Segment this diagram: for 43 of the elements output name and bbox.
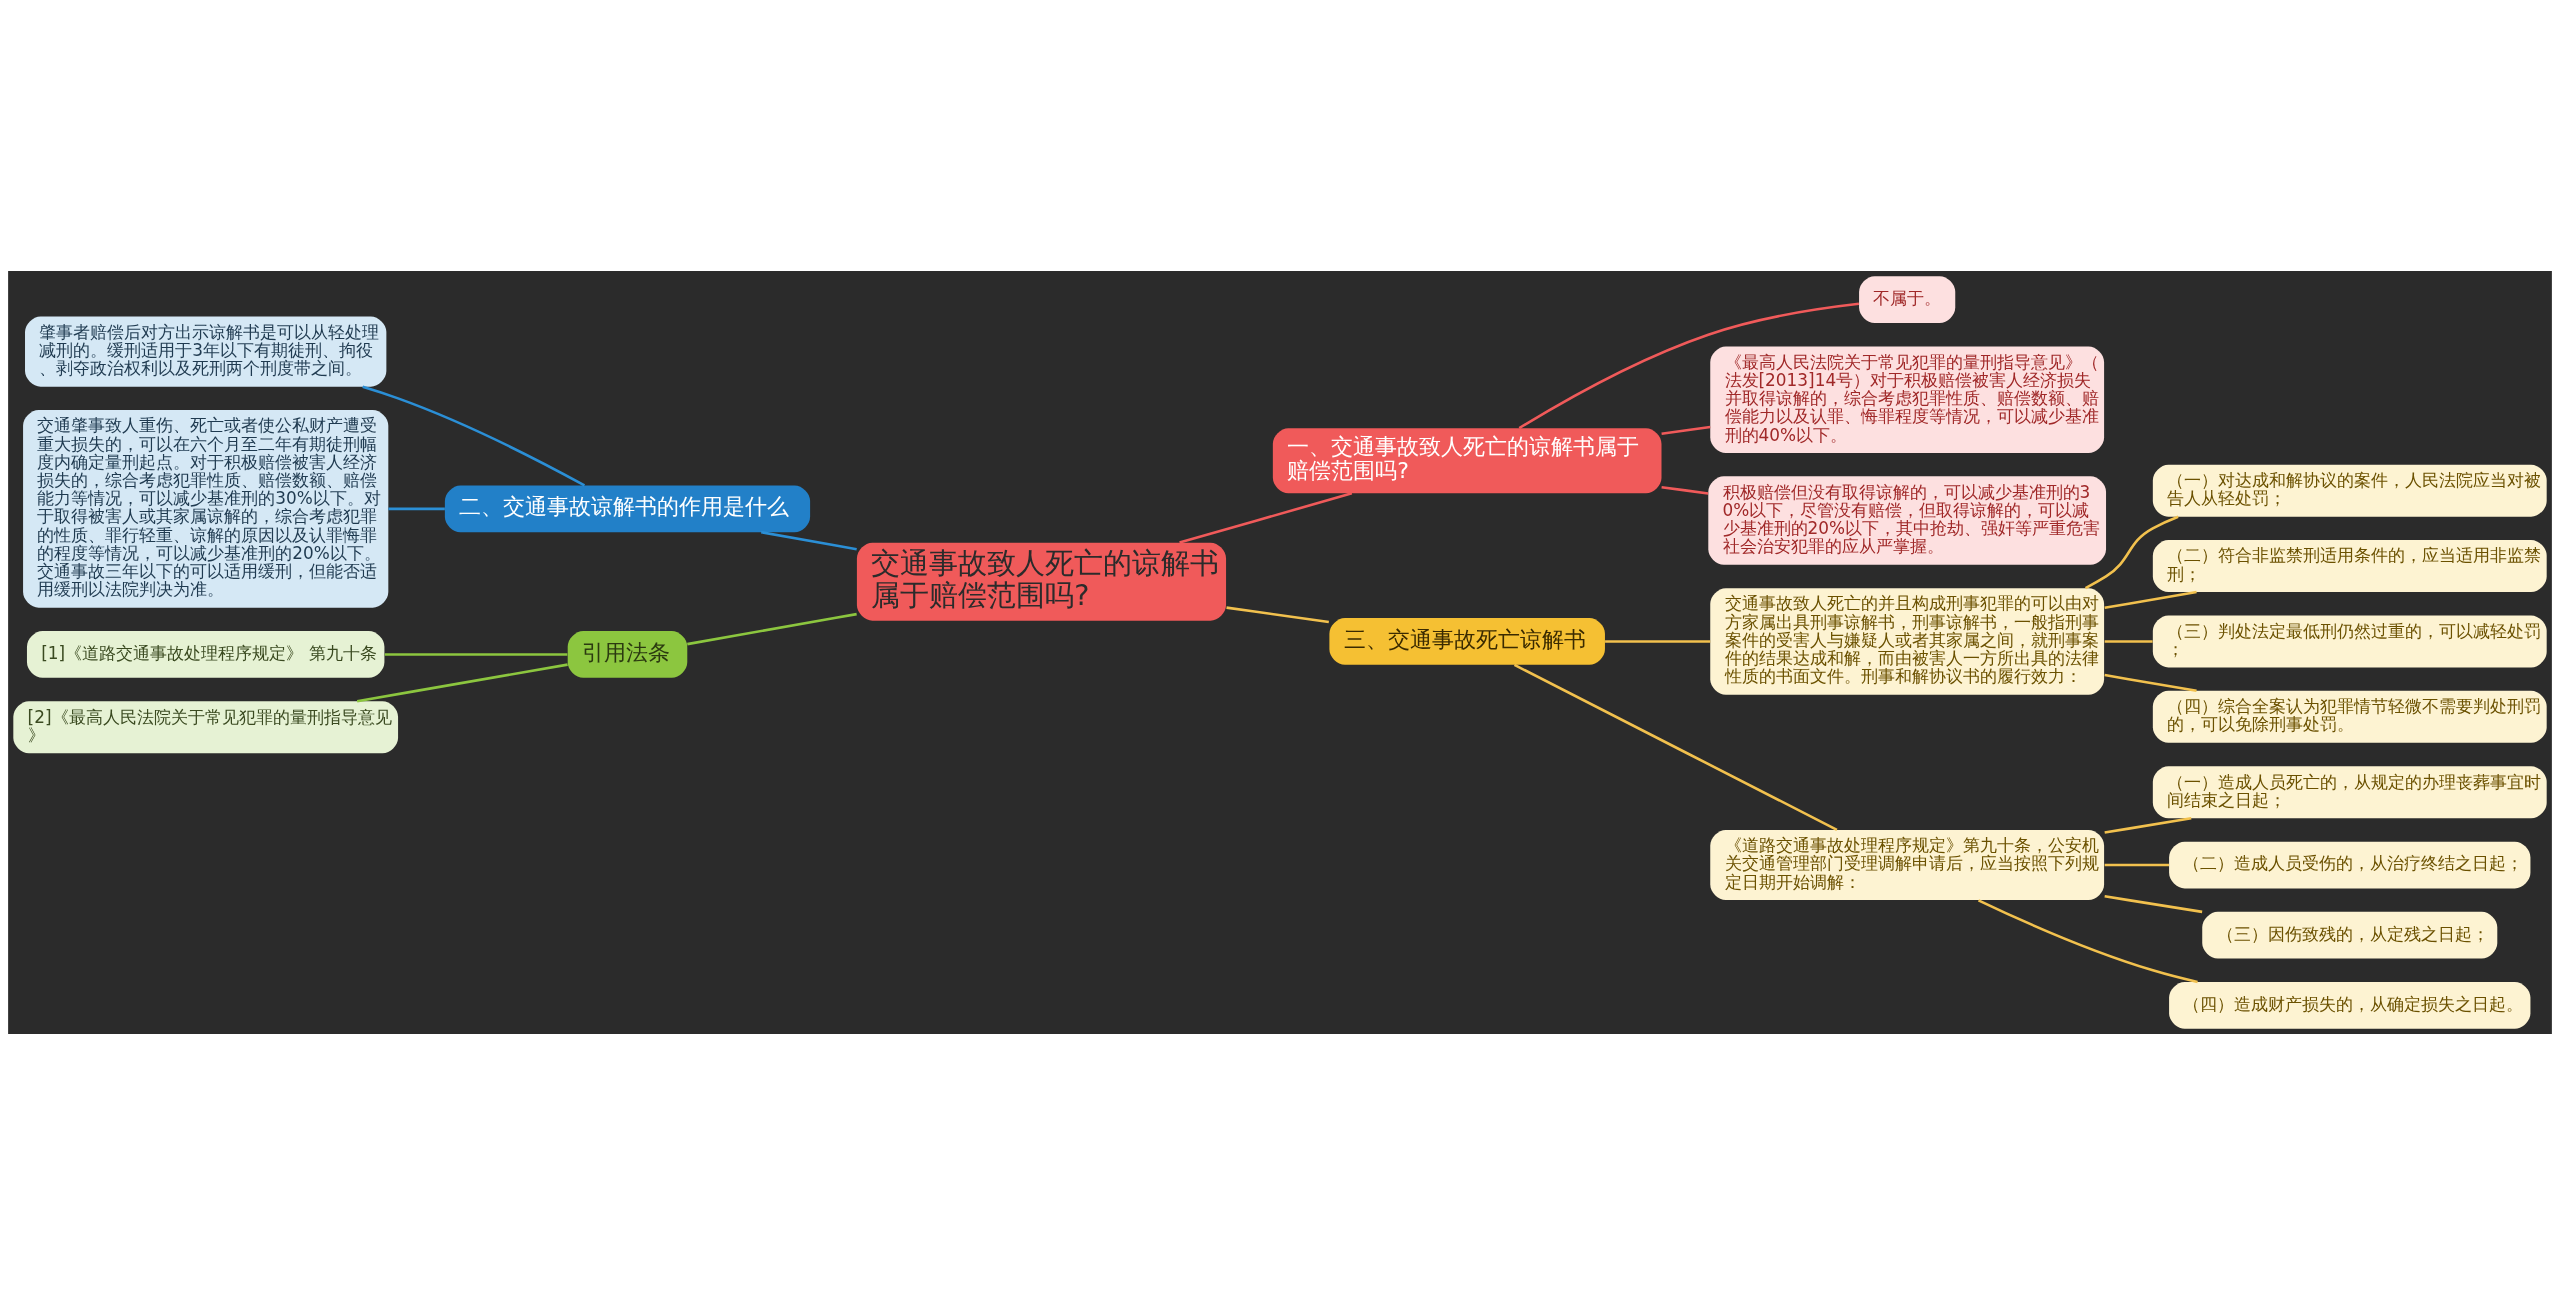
connector xyxy=(2104,816,2192,834)
node-box: 三、交通事故死亡谅解书 xyxy=(1329,617,1605,665)
connector xyxy=(1513,663,1838,831)
connector xyxy=(760,530,857,550)
connector xyxy=(384,652,568,656)
node-box: 《道路交通事故处理程序规定》第九十条，公安机关交通管理部门受理调解申请后，应当按照下列规定日期开始调解： xyxy=(1710,829,2105,900)
connector xyxy=(1661,485,1709,495)
node-box: （三）因伤致残的，从定残之日起； xyxy=(2202,911,2498,959)
node-box: 一、交通事故致人死亡的谅解书属于赔偿范围吗? xyxy=(1272,427,1662,493)
connector xyxy=(1605,639,1711,643)
connector xyxy=(1518,302,1860,429)
node-box: （四）造成财产损失的，从确定损失之日起。 xyxy=(2169,981,2531,1029)
node-box: 交通事故致人死亡的并且构成刑事犯罪的可以由对方家属出具刑事谅解书，刑事谅解书，一般指刑事案件的受害人与嫌疑人或者其家属之间，就刑事案件的结果达成和解，而由被害人一方所出具的法律性质的书面文件。刑事和解协议书的履行效力： xyxy=(1710,587,2105,695)
node-box: （二）造成人员受伤的，从治疗终结之日起； xyxy=(2169,841,2531,888)
connector xyxy=(2104,590,2197,609)
connector xyxy=(2104,894,2203,913)
node-box: 二、交通事故谅解书的作用是什么 xyxy=(444,484,811,532)
node-box: （一）对达成和解协议的案件，人民法院应当对被告人从轻处罚； xyxy=(2152,464,2547,517)
node-box: 肇事者赔偿后对方出示谅解书是可以从轻处理减刑的。缓刑适用于3年以下有期徒刑、拘役、剥夺政治权利以及死刑两个刑度带之间。 xyxy=(25,316,387,387)
connector xyxy=(356,662,568,702)
node-box: 交通事故致人死亡的谅解书属于赔偿范围吗? xyxy=(856,542,1227,621)
node-box: 《最高人民法院关于常见犯罪的量刑指导意见》（法发[2013]14号）对于积极赔偿被害人经济损失并取得谅解的，综合考虑犯罪性质、赔偿数额、赔偿能力以及认罪、悔罪程度等情况，可以减少基准刑的40%以下。 xyxy=(1710,345,2105,453)
connector xyxy=(1977,898,2198,983)
node-box: （二）符合非监禁刑适用条件的，应当适用非监禁刑； xyxy=(2152,539,2547,592)
connector xyxy=(1661,425,1711,435)
connector xyxy=(2104,863,2170,866)
node-box: （四）综合全案认为犯罪情节轻微不需要判处刑罚的，可以免除刑事处罚。 xyxy=(2152,690,2547,743)
node-box: （一）造成人员死亡的，从规定的办理丧葬事宜时间结束之日起； xyxy=(2152,765,2547,818)
connector xyxy=(2104,639,2153,643)
node-box: [2]《最高人民法院关于常见犯罪的量刑指导意见》 xyxy=(13,700,399,753)
connector xyxy=(2084,515,2179,589)
connector xyxy=(388,507,445,510)
node-box: （三）判处法定最低刑仍然过重的，可以减轻处罚； xyxy=(2152,614,2547,667)
connector xyxy=(687,612,857,645)
connector xyxy=(2104,673,2197,692)
connector xyxy=(1179,491,1353,544)
node-box: [1]《道路交通事故处理程序规定》 第九十条 xyxy=(26,630,385,678)
node-box: 不属于。 xyxy=(1859,275,1956,323)
connector xyxy=(1226,605,1329,623)
node-box: 引用法条 xyxy=(567,630,688,678)
connector xyxy=(362,385,586,486)
node-box: 交通肇事致人重伤、死亡或者使公私财产遭受重大损失的，可以在六个月至二年有期徒刑幅度内确定量刑起点。对于积极赔偿被害人经济损失的，综合考虑犯罪性质、赔偿数额、赔偿能力等情况，可以减少基准刑的30%以下。对于取得被害人或其家属谅解的，综合考虑犯罪的性质、罪行轻重、谅解的原因以及认罪悔罪的程度等情况，可以减少基准刑的20%以下。交通事故三年以下的可以适用缓刑，但能否适用缓刑以法院判决为准。 xyxy=(23,409,389,608)
node-box: 积极赔偿但没有取得谅解的，可以减少基准刑的30%以下，尽管没有赔偿，但取得谅解的，可以减少基准刑的20%以下，其中抢劫、强奸等严重危害社会治安犯罪的应从严掌握。 xyxy=(1708,475,2107,565)
